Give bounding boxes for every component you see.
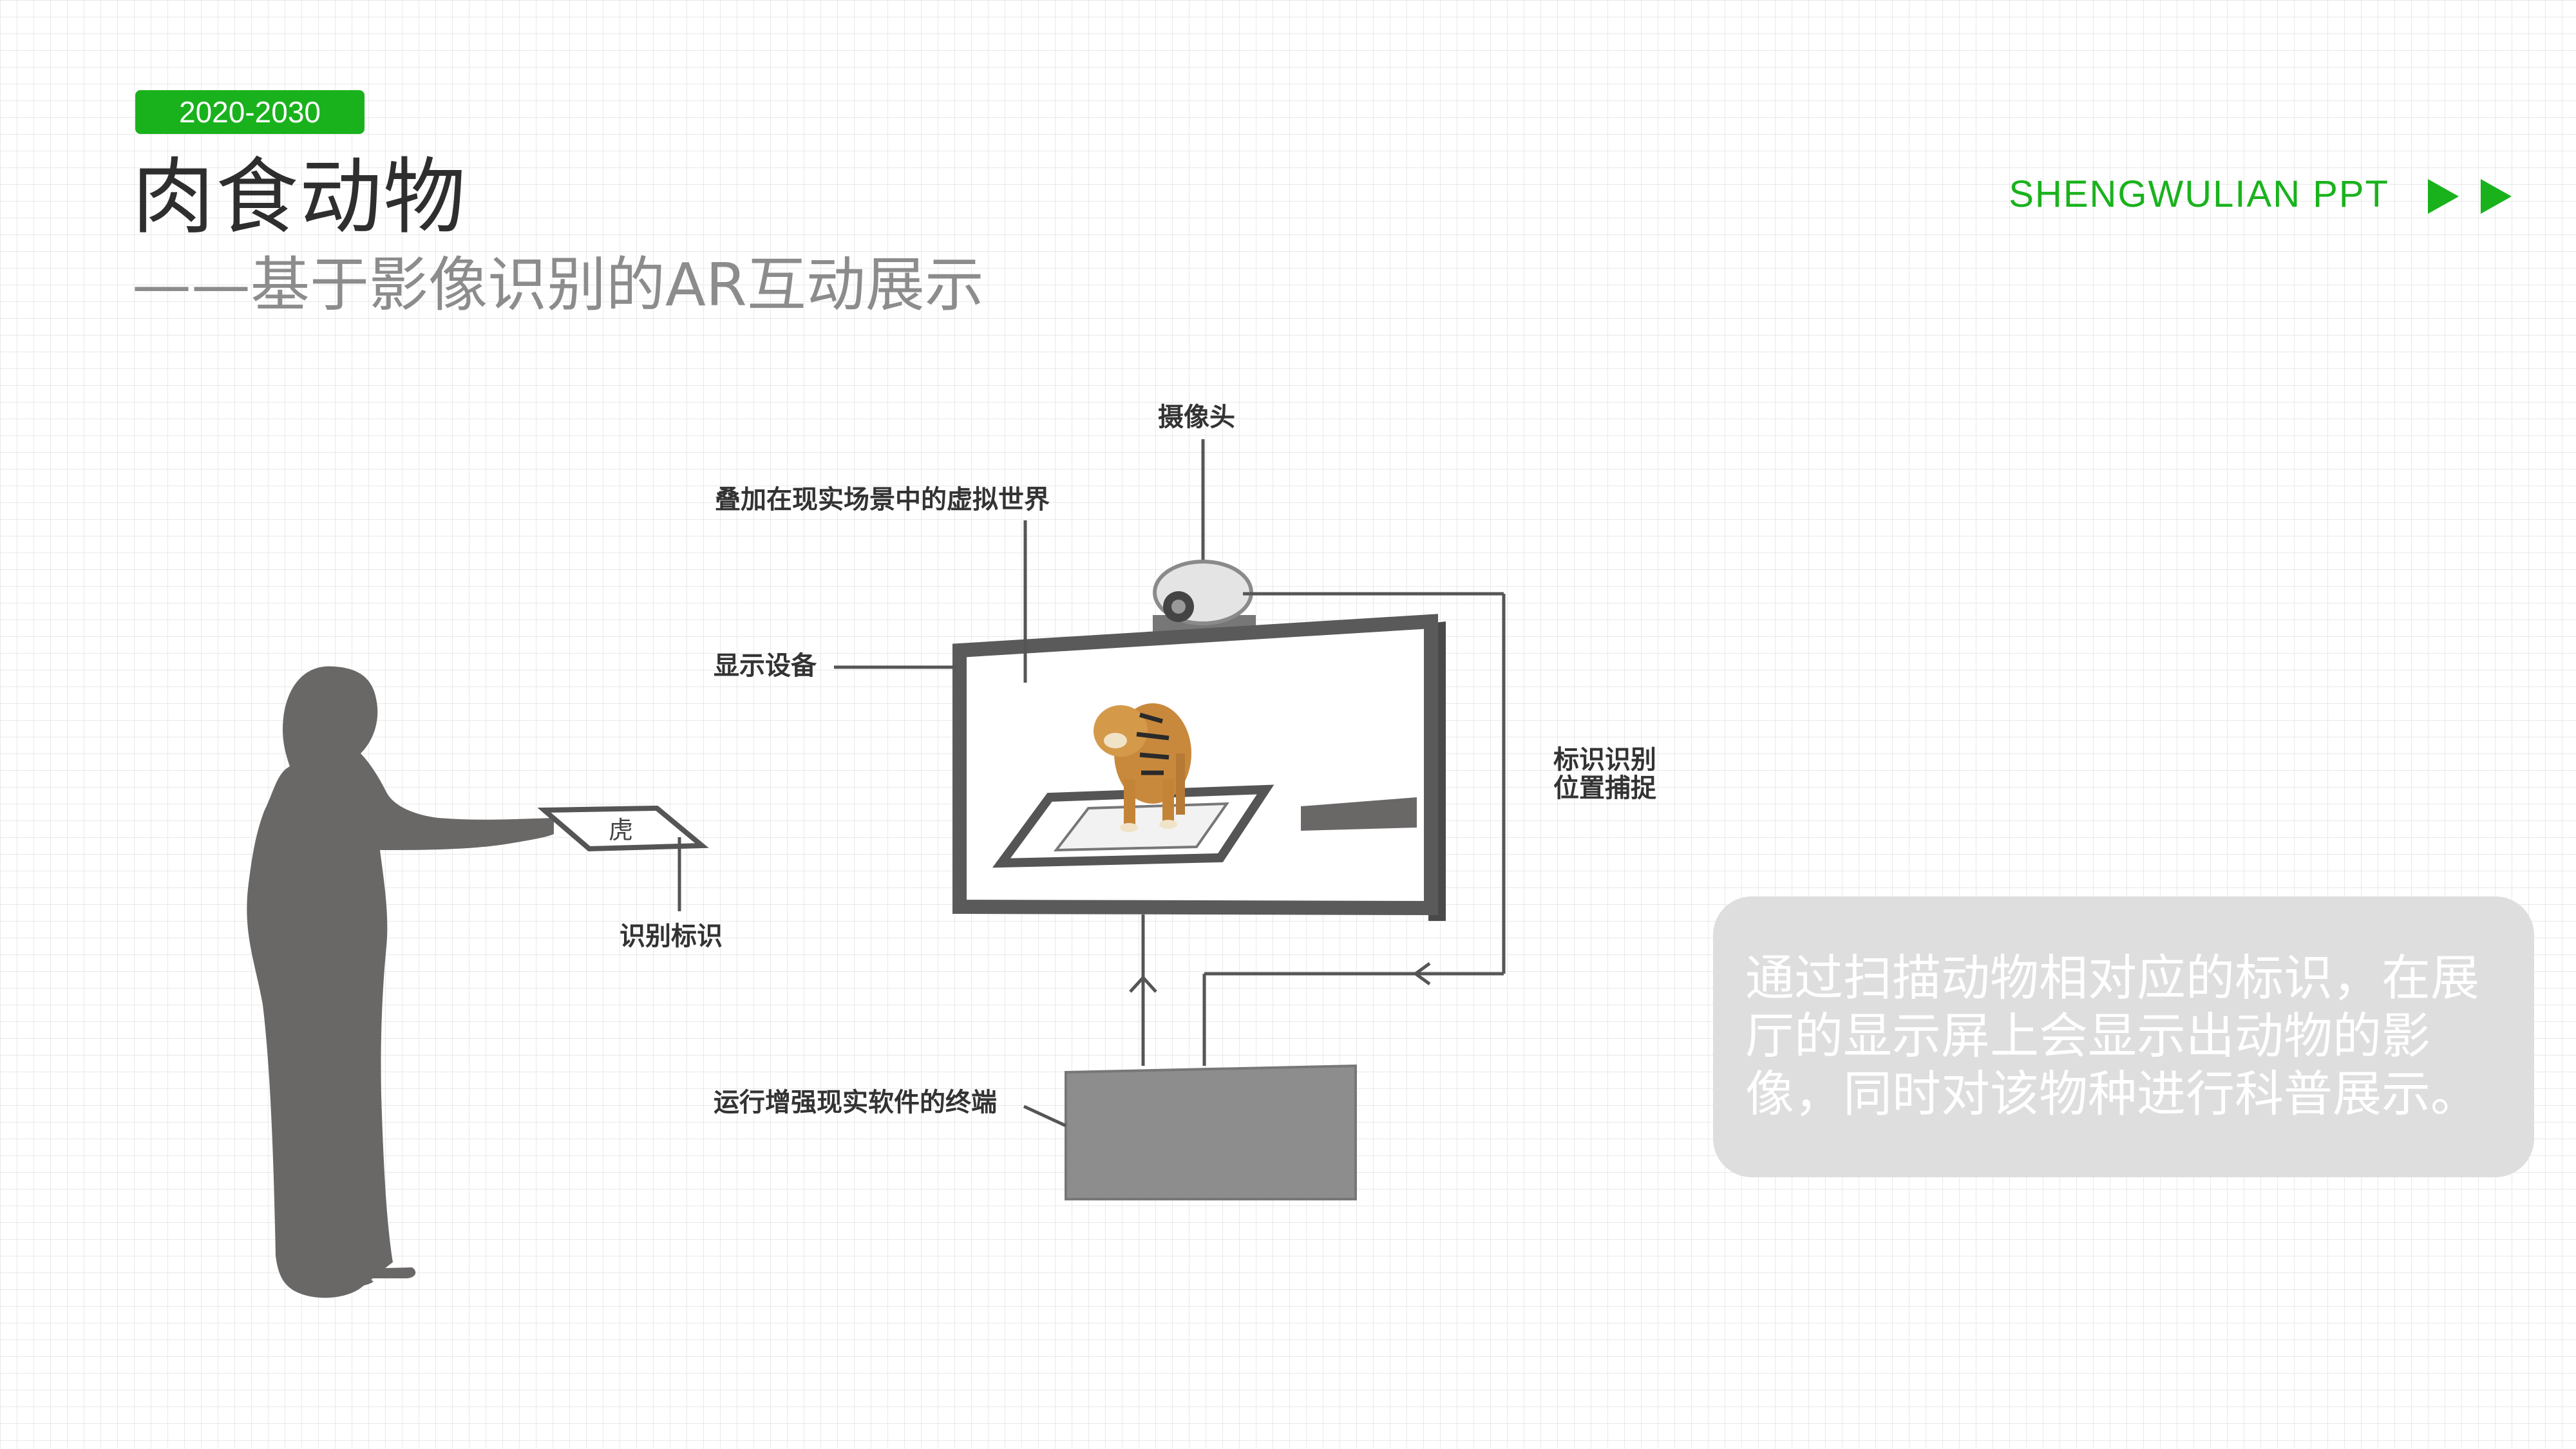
page-subtitle: ——基于影像识别的AR互动展示: [132, 251, 984, 319]
info-text: 通过扫描动物相对应的标识，在展厅的显示屏上会显示出动物的影像，同时对该物种进行科…: [1745, 949, 2479, 1122]
play-arrows-icon: [2428, 179, 2512, 214]
brand-label: SHENGWULIAN PPT: [2009, 173, 2389, 215]
marker-glyph: 虎: [609, 816, 633, 844]
person-silhouette: [247, 666, 554, 1298]
label-camera: 摄像头: [1158, 402, 1235, 432]
label-terminal: 运行增强现实软件的终端: [714, 1088, 997, 1117]
camera-icon: [1153, 439, 1256, 633]
year-badge: 2020-2030: [135, 90, 365, 134]
terminal-box: [1065, 1064, 1357, 1200]
connection-lines: [834, 520, 1506, 1128]
label-marker-tracking: 标识识别 位置捕捉: [1553, 745, 1656, 803]
display-monitor: [952, 614, 1446, 921]
page-title: 肉食动物: [132, 149, 468, 245]
label-display: 显示设备: [714, 651, 817, 681]
label-virtual-world: 叠加在现实场景中的虚拟世界: [715, 485, 1050, 515]
info-box: 通过扫描动物相对应的标识，在展厅的显示屏上会显示出动物的影像，同时对该物种进行科…: [1713, 896, 2534, 1177]
tiger-figure: [1094, 703, 1191, 832]
label-marker: 识别标识: [620, 922, 723, 951]
marker-tablet: 虎: [537, 805, 709, 852]
